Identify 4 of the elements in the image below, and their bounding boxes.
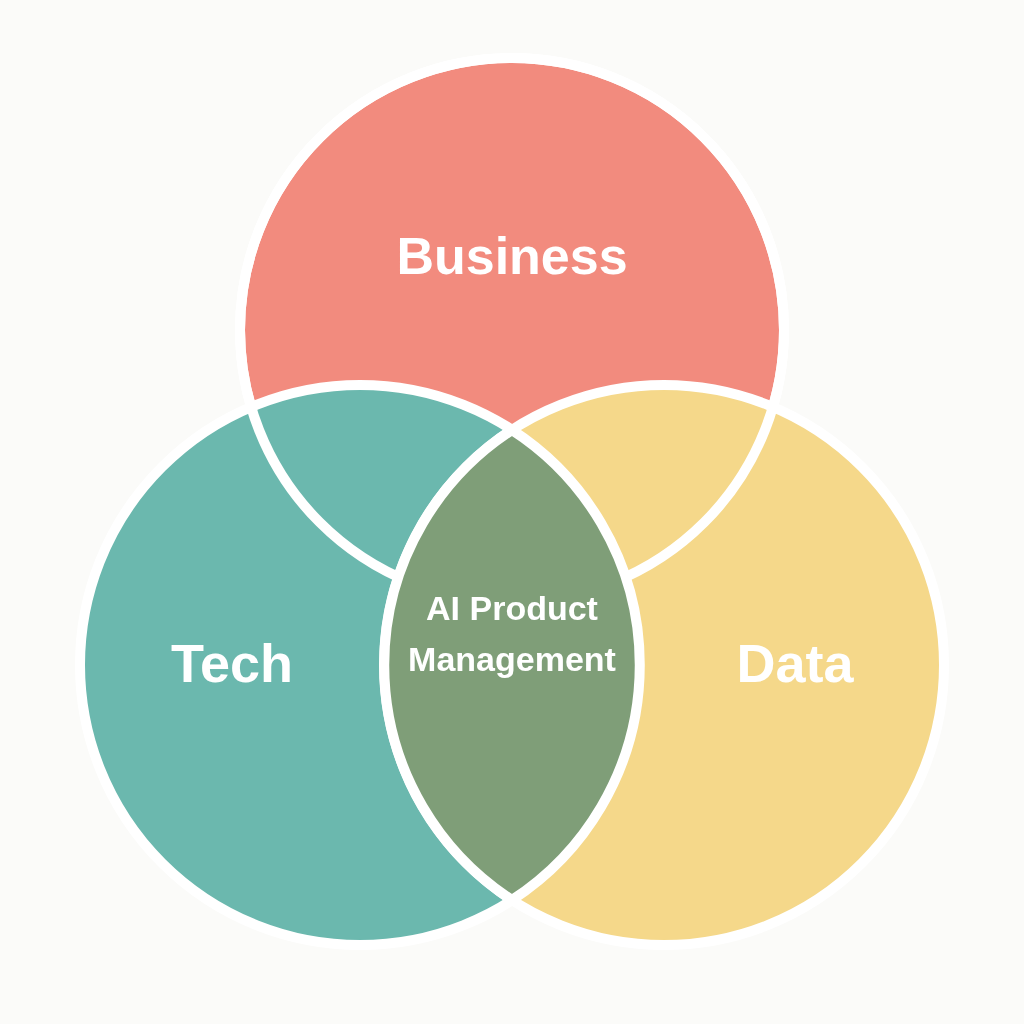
region-label: AI Product Management: [407, 588, 617, 680]
region-label: Data: [735, 631, 855, 695]
region-label: Tech: [170, 631, 294, 695]
region-label: Business: [395, 226, 629, 287]
